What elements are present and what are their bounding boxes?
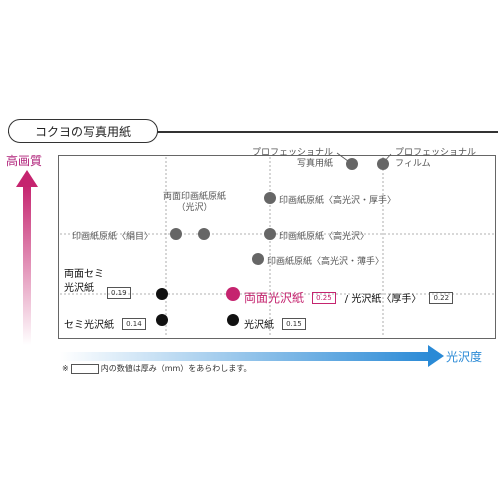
footnote-box-icon [70,363,99,374]
x-axis-arrow-head [428,345,444,367]
label-professional-photo: プロフェッショナル 写真用紙 [252,148,334,169]
plot-frame [58,155,496,339]
value-double-semi: 0.19 [107,286,131,299]
footnote-prefix: ※ [62,364,69,373]
y-axis-label: 高画質 [6,154,43,168]
black-dots [156,288,239,326]
label-double-glossy: 両面光沢紙 [244,291,305,305]
title-rule [8,131,498,133]
double-glossy-group: 両面光沢紙 0.25 / 光沢紙〈厚手〉 0.22 [244,287,454,306]
x-axis-arrow-bar [60,352,432,361]
glossy-group: 光沢紙 0.15 [244,313,306,332]
footnote-text: 内の数値は厚み（mm）をあらわします。 [100,364,252,373]
label-print-silk: 印画紙原紙〈絹目〉 [72,232,154,242]
x-axis-label: 光沢度 [446,350,483,364]
label-print-high: 印画紙原紙〈高光沢〉 [279,232,370,242]
label-professional-film: プロフェッショナル フィルム [395,148,477,169]
label-double-print: 両面印画紙原紙 （光沢） [163,192,227,213]
label-semi-glossy: セミ光沢紙 [64,320,114,331]
diagram-title: コクヨの写真用紙 [8,119,158,143]
dot-professional-film [377,158,389,170]
y-axis-arrow [16,170,38,345]
value-glossy-thick: 0.22 [429,291,454,304]
dot-glossy [227,314,239,326]
dot-double-glossy [226,287,240,301]
value-glossy: 0.15 [282,317,306,330]
dot-double-semi [156,288,168,300]
dot-print-thin [252,253,264,265]
label-glossy-thick: / 光沢紙〈厚手〉 [344,294,422,305]
value-double-glossy: 0.25 [312,291,336,304]
semi-glossy-group: セミ光沢紙 0.14 [64,313,146,332]
dot-semi-glossy [156,314,168,326]
value-double-semi-wrap: 0.19 [104,282,131,301]
dot-professional-photo [346,158,358,170]
dot-print-silk [170,228,182,240]
value-semi-glossy: 0.14 [122,317,146,330]
label-print-thick: 印画紙原紙〈高光沢・厚手〉 [279,196,397,206]
footnote: ※ 内の数値は厚み（mm）をあらわします。 [62,363,252,374]
dot-print-thick [264,192,276,204]
gray-dots [170,158,389,265]
label-print-thin: 印画紙原紙〈高光沢・薄手〉 [267,257,385,267]
dot-double-print [198,228,210,240]
label-double-semi: 両面セミ 光沢紙 [64,269,104,294]
dot-print-high [264,228,276,240]
label-glossy: 光沢紙 [244,320,274,331]
